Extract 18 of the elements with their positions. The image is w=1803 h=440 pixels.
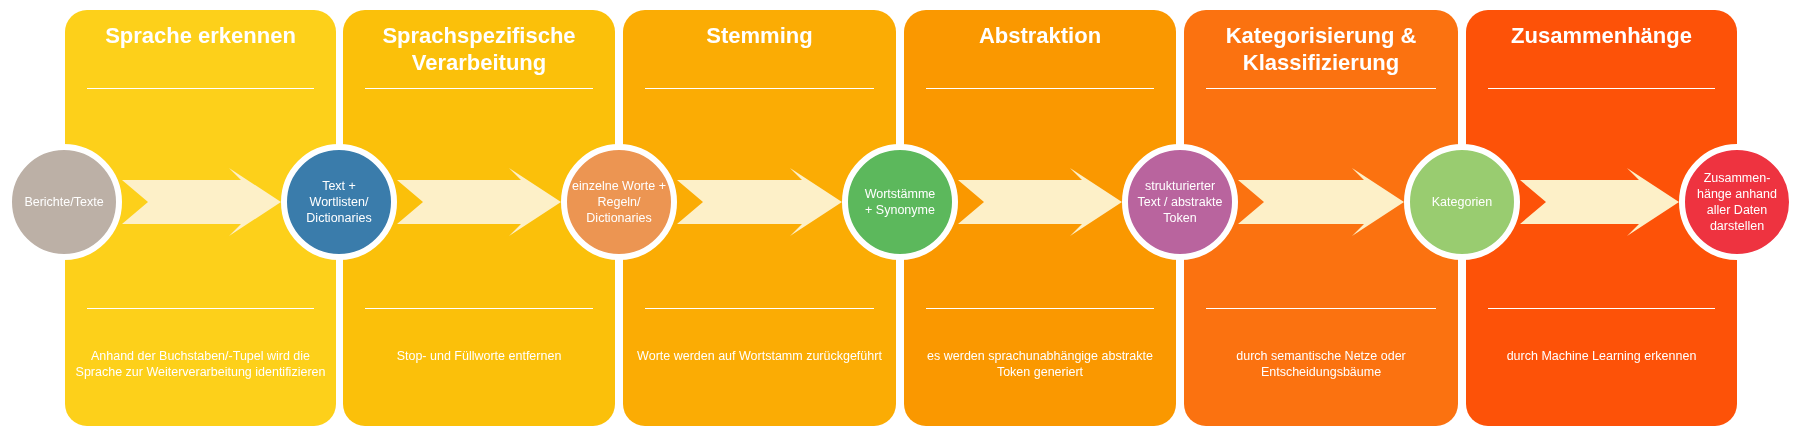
stage-heading: Zusammenhänge: [1510, 22, 1693, 49]
chevron-arrow: [1520, 168, 1679, 236]
stage-heading: Stemming: [705, 22, 814, 49]
chevron-arrow: [958, 168, 1122, 236]
stage-heading: Kategorisierung & Klassifizierung: [1224, 22, 1418, 76]
stage-heading: Sprache erkennen: [104, 22, 297, 49]
stage-description: es werden sprachunabhängige abstrakte Token generiert: [926, 348, 1154, 380]
stage-description: durch semantische Netze oder Entscheidungsbäume: [1235, 348, 1407, 380]
stage-description: Worte werden auf Wortstamm zurückgeführt: [636, 348, 883, 364]
stage-heading: Abstraktion: [977, 22, 1103, 49]
stage-heading: Sprachspezifische Verarbeitung: [381, 22, 577, 76]
stage-description: durch Machine Learning erkennen: [1505, 348, 1698, 364]
chevron-arrow: [1238, 168, 1404, 236]
chevron-arrow: [677, 168, 842, 236]
chevron-arrow: [122, 168, 281, 236]
chevron-arrow: [397, 168, 561, 236]
stage-description: Stop- und Füllworte entfernen: [395, 348, 563, 364]
stage-description: Anhand der Buchstaben/-Tupel wird die Sprache zur Weiterverarbeitung identifizieren: [75, 348, 326, 380]
